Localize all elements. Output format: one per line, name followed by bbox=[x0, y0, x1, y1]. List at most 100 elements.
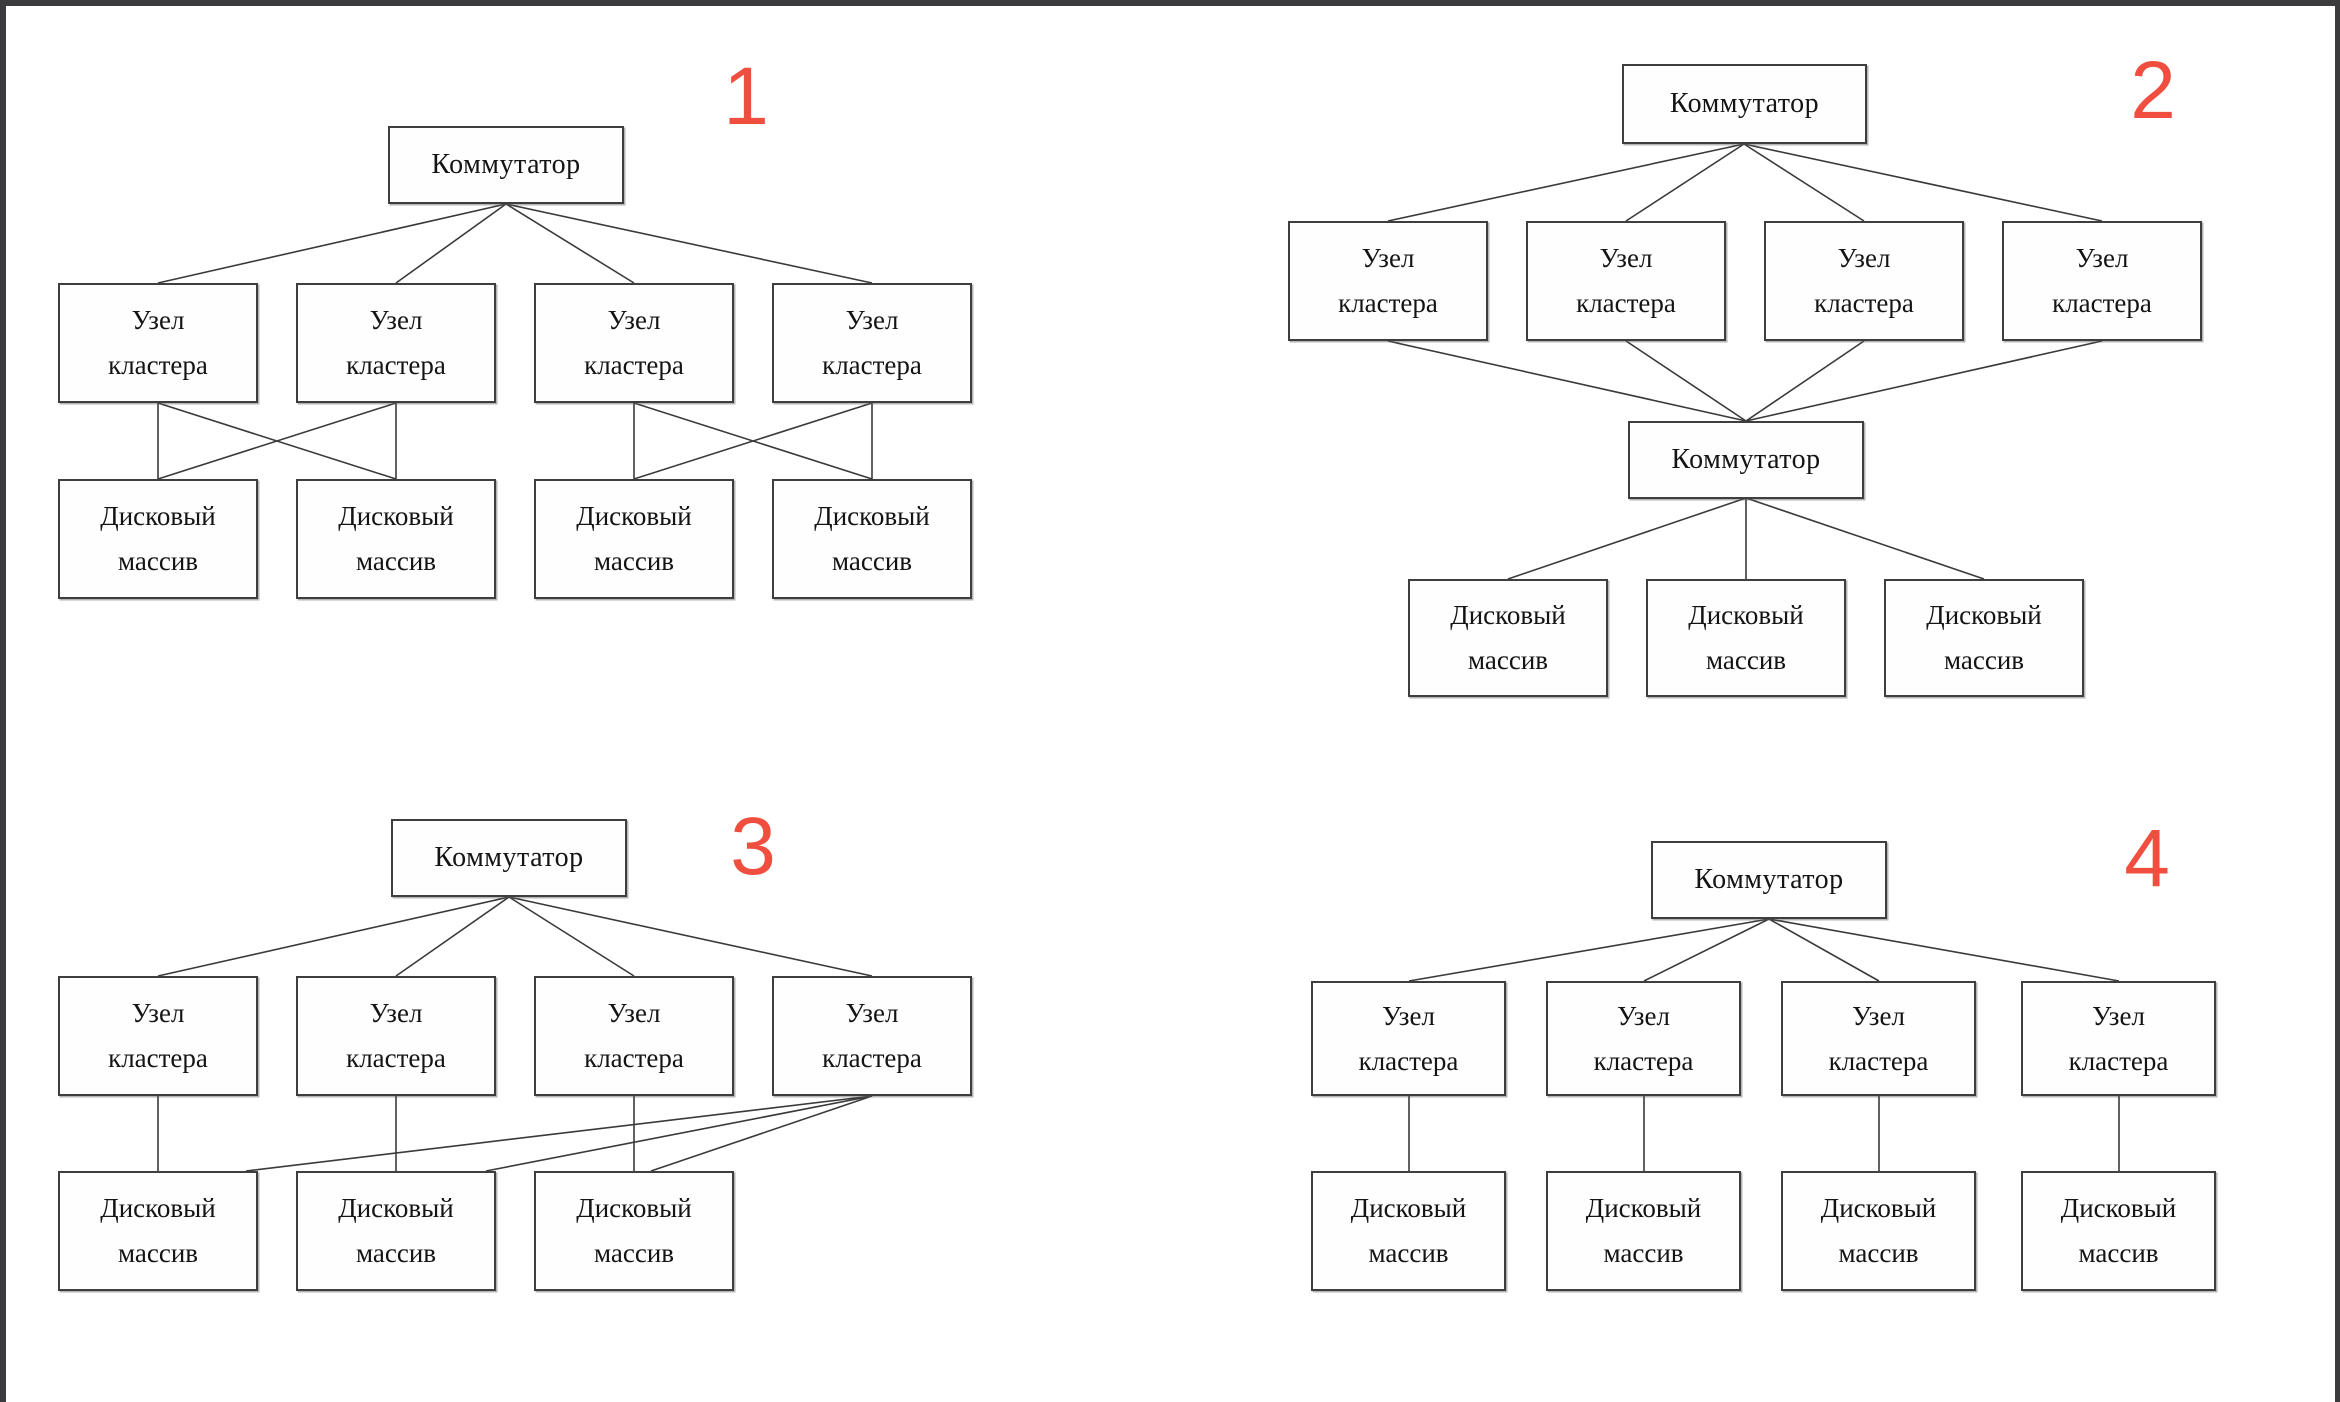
cluster-node-label: кластера bbox=[822, 1043, 922, 1073]
connection-line bbox=[1507, 497, 1747, 580]
cluster-node-label: Узел bbox=[1837, 243, 1891, 274]
disk-array-box: Дисковый массив bbox=[1408, 579, 1608, 697]
disk-array-box: Дисковый массив bbox=[1546, 1171, 1741, 1291]
switch-box: Коммутатор bbox=[1622, 64, 1867, 144]
disk-array-label: Дисковый bbox=[1450, 600, 1566, 631]
cluster-node-box: Узел кластера bbox=[1311, 981, 1506, 1096]
connection-line bbox=[1643, 918, 1770, 982]
cluster-node-label: кластера bbox=[108, 1043, 208, 1073]
cluster-node-label: кластера bbox=[1828, 1045, 1929, 1076]
cluster-node-box: Узел кластера bbox=[1764, 221, 1964, 341]
cluster-node-box: Узел кластера bbox=[1288, 221, 1488, 341]
disk-array-box: Дисковый массив bbox=[296, 479, 496, 599]
connection-line bbox=[508, 896, 635, 977]
diagram-1-number: 1 bbox=[723, 51, 769, 142]
cluster-node-box: Узел кластера bbox=[1781, 981, 1976, 1096]
cluster-node-box: Узел кластера bbox=[2002, 221, 2202, 341]
disk-array-label: массив bbox=[1603, 1238, 1684, 1268]
cluster-node-label: Узел bbox=[131, 998, 185, 1029]
connection-line bbox=[508, 896, 873, 977]
disk-array-label: массив bbox=[1705, 645, 1787, 675]
cluster-node-label: Узел bbox=[1599, 243, 1653, 274]
cluster-node-box: Узел кластера bbox=[534, 976, 734, 1096]
disk-array-box: Дисковый массив bbox=[58, 479, 258, 599]
disk-array-label: Дисковый bbox=[100, 501, 216, 532]
disk-array-label: Дисковый bbox=[338, 1193, 454, 1224]
disk-array-label: Дисковый bbox=[576, 1193, 692, 1224]
connection-line bbox=[395, 896, 510, 977]
disk-array-label: Дисковый bbox=[576, 501, 692, 532]
disk-array-label: массив bbox=[117, 546, 199, 576]
disk-array-label: Дисковый bbox=[1585, 1193, 1702, 1224]
switch-label: Коммутатор bbox=[1694, 864, 1844, 895]
cluster-node-label: Узел bbox=[607, 305, 661, 336]
disk-array-label: Дисковый bbox=[100, 1193, 216, 1224]
diagram-2-number: 2 bbox=[2130, 45, 2176, 136]
connection-line bbox=[157, 203, 507, 284]
diagram-2-edges bbox=[1387, 143, 2103, 580]
switch-box: Коммутатор bbox=[1628, 421, 1864, 499]
disk-array-label: массив bbox=[2078, 1238, 2159, 1268]
connection-line bbox=[1387, 340, 1747, 422]
disk-array-label: массив bbox=[593, 546, 675, 576]
cluster-node-label: Узел bbox=[607, 998, 661, 1029]
connection-line bbox=[1743, 143, 1865, 222]
disk-array-box: Дисковый массив bbox=[58, 1171, 258, 1291]
cluster-node-label: кластера bbox=[1358, 1045, 1459, 1076]
cluster-node-label: кластера bbox=[1576, 288, 1676, 318]
switch-box: Коммутатор bbox=[388, 126, 624, 204]
diagram-1-edges bbox=[157, 203, 873, 480]
connection-line bbox=[633, 402, 873, 480]
disk-array-box: Дисковый массив bbox=[1646, 579, 1846, 697]
disk-array-label: массив bbox=[1943, 645, 2025, 675]
cluster-node-label: кластера bbox=[1338, 288, 1438, 318]
disk-array-box: Дисковый массив bbox=[2021, 1171, 2216, 1291]
disk-array-box: Дисковый массив bbox=[1884, 579, 2084, 697]
cluster-node-label: кластера bbox=[584, 350, 684, 380]
disk-array-box: Дисковый массив bbox=[534, 479, 734, 599]
cluster-node-box: Узел кластера bbox=[58, 283, 258, 403]
cluster-node-box: Узел кластера bbox=[534, 283, 734, 403]
switch-label: Коммутатор bbox=[1671, 444, 1821, 475]
connection-line bbox=[1743, 143, 2103, 222]
cluster-node-label: кластера bbox=[822, 350, 922, 380]
cluster-node-label: кластера bbox=[2068, 1045, 2169, 1076]
diagram-3-number: 3 bbox=[730, 801, 776, 892]
disk-array-box: Дисковый массив bbox=[1311, 1171, 1506, 1291]
disk-array-label: массив bbox=[117, 1238, 199, 1268]
connection-line bbox=[1768, 918, 1880, 982]
cluster-node-label: Узел bbox=[1617, 1000, 1670, 1031]
disk-array-label: массив bbox=[355, 546, 437, 576]
cluster-node-label: Узел bbox=[2092, 1000, 2145, 1031]
connection-line bbox=[157, 402, 397, 480]
cluster-node-label: Узел bbox=[1382, 1000, 1435, 1031]
disk-array-label: массив bbox=[831, 546, 913, 576]
connection-line bbox=[1745, 340, 1865, 422]
connection-line bbox=[395, 203, 507, 284]
disk-array-label: Дисковый bbox=[2060, 1193, 2177, 1224]
cluster-node-label: кластера bbox=[1593, 1045, 1694, 1076]
connection-line bbox=[1625, 340, 1747, 422]
disk-array-label: массив bbox=[1368, 1238, 1449, 1268]
switch-box: Коммутатор bbox=[1651, 841, 1887, 919]
disk-array-label: массив bbox=[1838, 1238, 1919, 1268]
disk-array-label: массив bbox=[355, 1238, 437, 1268]
connection-line bbox=[650, 1095, 873, 1172]
cluster-node-box: Узел кластера bbox=[58, 976, 258, 1096]
connection-line bbox=[1745, 497, 1985, 580]
connection-line bbox=[1408, 918, 1770, 982]
cluster-node-box: Узел кластера bbox=[772, 976, 972, 1096]
cluster-node-box: Узел кластера bbox=[1546, 981, 1741, 1096]
connection-line bbox=[1745, 340, 2103, 422]
cluster-node-label: кластера bbox=[346, 1043, 446, 1073]
diagram-4-edges bbox=[1408, 918, 2120, 1171]
cluster-node-box: Узел кластера bbox=[296, 283, 496, 403]
disk-array-box: Дисковый массив bbox=[772, 479, 972, 599]
cluster-node-box: Узел кластера bbox=[772, 283, 972, 403]
cluster-node-label: Узел bbox=[1852, 1000, 1905, 1031]
switch-label: Коммутатор bbox=[1669, 88, 1820, 119]
cluster-node-label: кластера bbox=[584, 1043, 684, 1073]
disk-array-label: Дисковый bbox=[338, 501, 454, 532]
connection-line bbox=[1625, 143, 1745, 222]
connection-line bbox=[633, 402, 873, 480]
